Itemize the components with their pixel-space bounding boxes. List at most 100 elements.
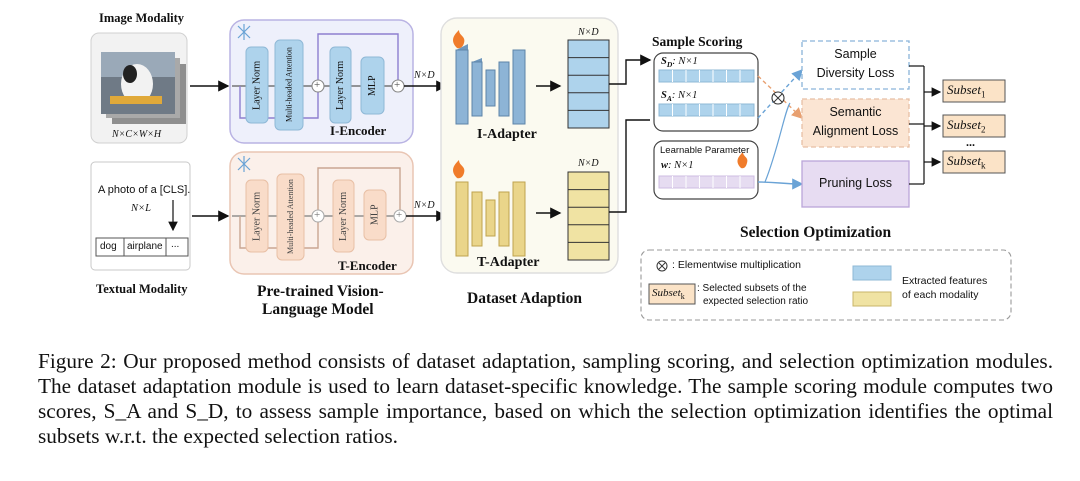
- t-plus-1: +: [314, 209, 321, 221]
- subset-1-box: [942, 79, 1006, 103]
- sd-label: S: [661, 56, 667, 67]
- t-encoder-layer-norm-1: [245, 179, 269, 253]
- t-layer-norm-1-label: Layer Norm: [251, 191, 263, 241]
- t-adapter-label: T-Adapter: [477, 255, 540, 270]
- t-encoder-title: T-Encoder: [338, 258, 397, 273]
- snowflake-icon-2: [237, 156, 251, 172]
- fire-icon-2: [453, 160, 465, 179]
- subset-2-label: Subset2: [947, 117, 985, 135]
- selection-optimization-title: Selection Optimization: [740, 224, 892, 241]
- caption-label: Figure 2:: [38, 349, 117, 373]
- pruning-loss-label: Pruning Loss: [819, 176, 892, 190]
- subset-2-sub: 2: [980, 124, 986, 135]
- i-adapter-label: I-Adapter: [477, 127, 537, 142]
- t-plus-2: +: [396, 209, 403, 221]
- i-encoder-title: I-Encoder: [330, 123, 387, 138]
- subset-1-text: Subset: [947, 82, 981, 97]
- t-attention-label: Multi-headed Attention: [286, 179, 295, 255]
- fire-icon-3: [737, 152, 748, 169]
- sd-label-group: SD: N×1: [661, 56, 698, 69]
- sa-dims: : N×1: [671, 90, 698, 101]
- text-prompt: A photo of a [CLS].: [98, 184, 191, 196]
- t-encoder-attention: [276, 173, 305, 261]
- subset-1-sub: 1: [980, 89, 986, 100]
- w-label: w: [661, 160, 669, 171]
- figure-diagram-svg: [90, 17, 1012, 321]
- subset-k-sub: k: [980, 160, 986, 171]
- t-mlp-label: MLP: [369, 204, 381, 226]
- legend-subset-desc-2: expected selection ratio: [703, 296, 809, 307]
- i-attention-label: Multi-headed Attention: [284, 47, 294, 123]
- t-encoder-layer-norm-2: [332, 179, 355, 253]
- image-feature-dims: N×D: [578, 27, 599, 38]
- subset-2-text: Subset: [947, 117, 981, 132]
- i-mlp-label: MLP: [367, 75, 378, 96]
- class-dog: dog: [100, 241, 117, 252]
- legend-subset-sub: k: [680, 292, 685, 302]
- legend-features-desc-1: Extracted features: [902, 275, 988, 287]
- alignment-loss-line1: Semantic: [829, 105, 882, 119]
- legend-features-desc-2: of each modality: [902, 289, 979, 301]
- legend-text-swatch: [852, 291, 892, 307]
- i-encoder-attention: [274, 39, 304, 131]
- i-encoder-mlp: [360, 56, 385, 115]
- sa-label: S: [661, 90, 667, 101]
- legend-subset-label: Subsetk: [652, 287, 685, 301]
- subset-k-text: Subset: [947, 153, 981, 168]
- pretrained-label-line1: Pre-trained Vision-: [257, 283, 384, 300]
- pruning-loss-box: [801, 160, 910, 208]
- subset-k-label: Subsetk: [947, 153, 985, 171]
- class-airplane: airplane: [127, 241, 163, 252]
- image-photo-frisbee: [110, 96, 162, 104]
- class-ellipsis: ...: [171, 239, 180, 250]
- learnable-parameter-label: Learnable Parameter: [660, 145, 750, 156]
- t-encoder-out-dims: N×D: [414, 200, 435, 211]
- alignment-loss-box: [801, 98, 910, 148]
- w-param-bar: [658, 175, 755, 189]
- text-feature-dims: N×D: [578, 158, 599, 169]
- method-figure: Image Modality N×C×W×H A photo of a [CLS…: [90, 11, 1012, 321]
- sample-scoring-title: Sample Scoring: [652, 34, 743, 49]
- legend-otimes-text: : Elementwise multiplication: [672, 259, 801, 271]
- i-encoder-plus-1: [311, 79, 325, 93]
- i-plus-2: +: [394, 79, 401, 91]
- i-encoder-out-dims: N×D: [414, 70, 435, 81]
- legend-box: [640, 249, 1012, 321]
- image-dims: N×C×W×H: [112, 129, 162, 140]
- caption-text: Our proposed method consists of dataset …: [38, 349, 1054, 448]
- diversity-loss-line1: Sample: [834, 47, 877, 61]
- diversity-loss-line2: Diversity Loss: [816, 66, 895, 80]
- figure-caption: Figure 2: Our proposed method consists o…: [38, 349, 1053, 449]
- w-dims: : N×1: [668, 160, 694, 171]
- sd-dims: : N×1: [672, 56, 698, 67]
- image-modality-title: Image Modality: [99, 11, 185, 25]
- legend-subset-text: Subset: [652, 287, 681, 299]
- i-layer-norm-1-label: Layer Norm: [251, 60, 263, 110]
- legend-subset-desc-1: : Selected subsets of the: [697, 283, 807, 294]
- legend-subset-swatch: [648, 283, 696, 305]
- i-encoder-layer-norm-1: [245, 46, 269, 124]
- text-feature-matrix: [567, 171, 610, 261]
- image-dog-ear: [123, 65, 137, 83]
- snowflake-icon: [237, 24, 251, 40]
- sd-score-bar: [658, 69, 755, 83]
- t-adapter-shape: [455, 181, 526, 257]
- t-layer-norm-2-label: Layer Norm: [338, 191, 349, 241]
- subset-ellipsis: ...: [966, 135, 975, 149]
- i-encoder-layer-norm-2: [329, 46, 352, 124]
- sd-sub: D: [666, 60, 673, 70]
- t-encoder-mlp: [363, 189, 387, 241]
- subset-k-box: [942, 150, 1006, 174]
- i-layer-norm-2-label: Layer Norm: [335, 60, 346, 110]
- i-adapter-shape: [455, 44, 526, 125]
- sa-sub: A: [666, 94, 672, 104]
- sa-label-group: SA: N×1: [661, 90, 697, 103]
- diversity-loss-box: [801, 40, 910, 90]
- subset-2-box: [942, 114, 1006, 138]
- text-dims: N×L: [131, 203, 151, 214]
- legend-image-swatch: [852, 265, 892, 281]
- alignment-loss-line2: Alignment Loss: [812, 124, 899, 138]
- dataset-adaption-title: Dataset Adaption: [467, 290, 582, 307]
- fire-icon: [453, 30, 465, 49]
- sa-score-bar: [658, 103, 755, 117]
